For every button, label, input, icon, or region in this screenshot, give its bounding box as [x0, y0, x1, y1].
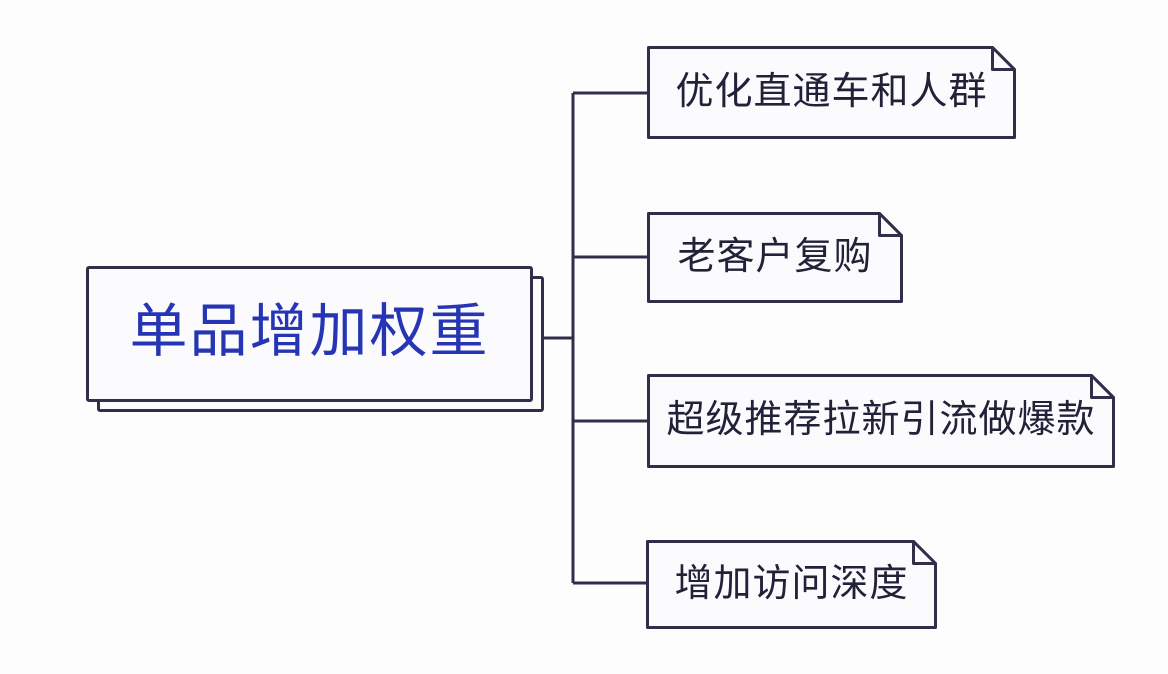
topic-node-1[interactable]: 优化直通车和人群 — [647, 46, 1016, 139]
connector-tree — [571, 91, 649, 585]
folded-corner-icon — [912, 540, 937, 565]
folded-corner-icon — [1090, 374, 1115, 399]
topic-node-2[interactable]: 老客户复购 — [647, 212, 903, 303]
topic-label: 超级推荐拉新引流做爆款 — [666, 399, 1096, 441]
folded-corner-icon — [878, 212, 903, 237]
note-shape — [647, 374, 1115, 468]
note-shape — [647, 46, 1016, 139]
topic-label: 老客户复购 — [677, 235, 873, 278]
folded-corner-icon — [991, 46, 1016, 71]
note-shape — [646, 540, 937, 629]
root-topic-label: 单品增加权重 — [129, 299, 490, 364]
topic-label: 优化直通车和人群 — [675, 70, 988, 113]
note-shape — [647, 212, 903, 303]
topic-node-3[interactable]: 超级推荐拉新引流做爆款 — [647, 374, 1115, 468]
root-topic-node[interactable]: 单品增加权重 — [86, 266, 533, 402]
topic-node-4[interactable]: 增加访问深度 — [646, 540, 937, 629]
topic-label: 增加访问深度 — [674, 562, 909, 605]
